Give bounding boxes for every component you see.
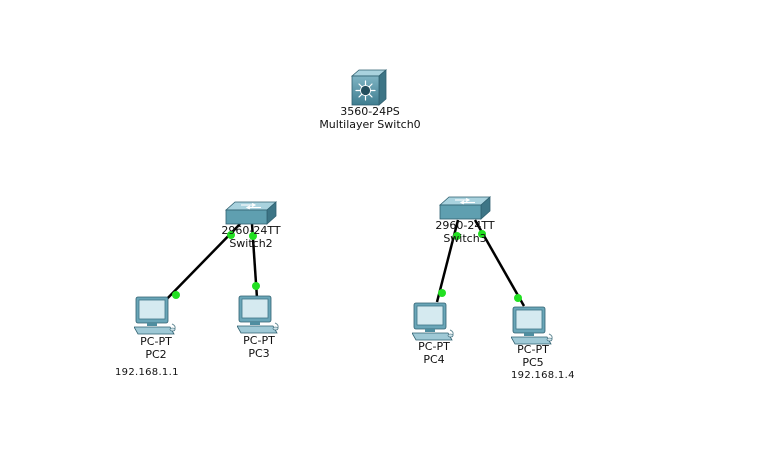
- device-name-label[interactable]: PC2: [145, 348, 167, 361]
- device-name-label[interactable]: Multilayer Switch0: [319, 118, 421, 131]
- device-model-label: 3560-24PS: [340, 105, 400, 118]
- multilayer-switch-icon[interactable]: [349, 69, 389, 107]
- device-model-label: PC-PT: [140, 335, 172, 348]
- pc-icon[interactable]: [237, 295, 281, 335]
- link-status-light: [438, 289, 446, 297]
- device-model-label: PC-PT: [418, 340, 450, 353]
- device-model-label: PC-PT: [517, 343, 549, 356]
- device-model-label: 2960-24TT: [221, 224, 281, 237]
- device-model-label: 2960-24TT: [435, 219, 495, 232]
- switch-icon[interactable]: [439, 196, 491, 220]
- device-name-label[interactable]: PC3: [248, 347, 270, 360]
- ip-address-note: 192.168.1.4: [511, 370, 575, 381]
- pc-icon[interactable]: [134, 296, 178, 336]
- device-name-label[interactable]: Switch2: [229, 237, 273, 250]
- device-name-label[interactable]: PC4: [423, 353, 445, 366]
- link-status-light: [227, 231, 235, 239]
- link-status-light: [252, 282, 260, 290]
- pc-icon[interactable]: [412, 302, 456, 342]
- device-name-label[interactable]: Switch3: [443, 232, 487, 245]
- switch-icon[interactable]: [225, 201, 277, 225]
- device-model-label: PC-PT: [243, 334, 275, 347]
- link-status-light: [514, 294, 522, 302]
- pc-icon[interactable]: [511, 306, 555, 346]
- link-status-light: [453, 232, 461, 240]
- link-status-light: [478, 230, 486, 238]
- device-name-label[interactable]: PC5: [522, 356, 544, 369]
- link-status-light: [249, 232, 257, 240]
- ip-address-note: 192.168.1.1: [115, 367, 179, 378]
- link-status-light: [172, 291, 180, 299]
